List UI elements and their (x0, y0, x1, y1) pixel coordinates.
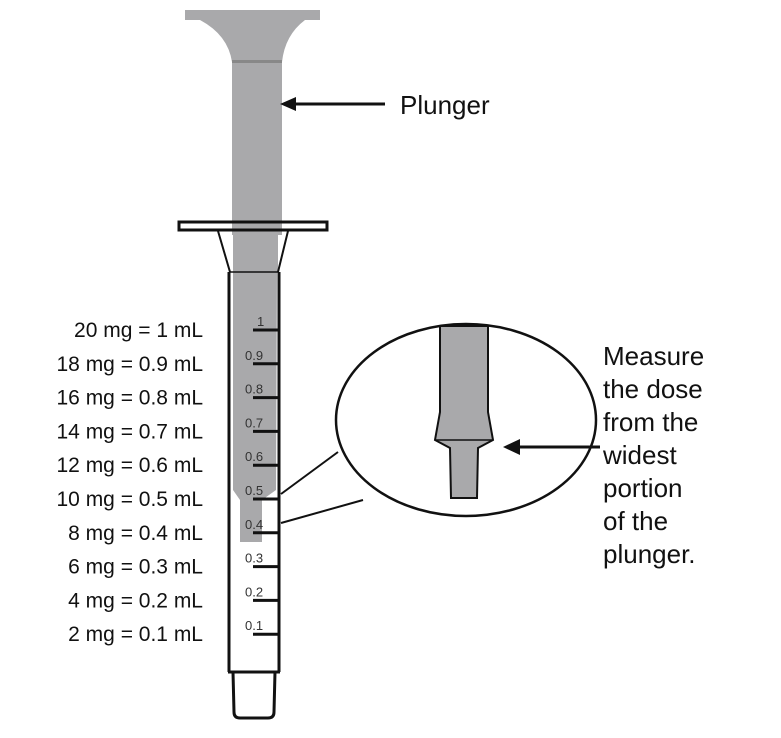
instruction-line: from the (603, 407, 698, 437)
scale-mark-label: 0.7 (245, 415, 263, 430)
barrel (177, 220, 329, 720)
scale-mark-label: 0.3 (245, 551, 263, 566)
scale-mark-label: 1 (257, 314, 264, 329)
instruction-line: plunger. (603, 539, 696, 569)
scale-mark-label: 0.2 (245, 584, 263, 599)
dose-label: 4 mg = 0.2 mL (68, 589, 203, 612)
scale-mark-label: 0.8 (245, 382, 263, 397)
arrow-icon (280, 97, 600, 455)
instruction-line: widest (602, 440, 677, 470)
magnified-view (280, 322, 598, 524)
instruction-line: the dose (603, 374, 703, 404)
instruction-line: Measure (603, 341, 704, 371)
scale-mark-label: 0.9 (245, 348, 263, 363)
plunger-label: Plunger (400, 90, 490, 120)
dose-label: 14 mg = 0.7 mL (57, 420, 204, 443)
dose-label: 20 mg = 1 mL (74, 319, 203, 342)
dose-label: 8 mg = 0.4 mL (68, 522, 203, 545)
instruction-line: portion (603, 473, 683, 503)
scale-mark-label: 0.4 (245, 517, 263, 532)
scale-mark-label: 0.1 (245, 618, 263, 633)
scale-mark-label: 0.6 (245, 449, 263, 464)
dose-label: 2 mg = 0.1 mL (68, 623, 203, 646)
instruction-line: of the (603, 506, 668, 536)
dose-label: 10 mg = 0.5 mL (57, 488, 204, 511)
dose-label: 18 mg = 0.9 mL (57, 353, 204, 376)
dose-label: 6 mg = 0.3 mL (68, 556, 203, 579)
dose-label: 12 mg = 0.6 mL (57, 454, 204, 477)
dose-label: 16 mg = 0.8 mL (57, 387, 204, 410)
scale-mark-label: 0.5 (245, 483, 263, 498)
